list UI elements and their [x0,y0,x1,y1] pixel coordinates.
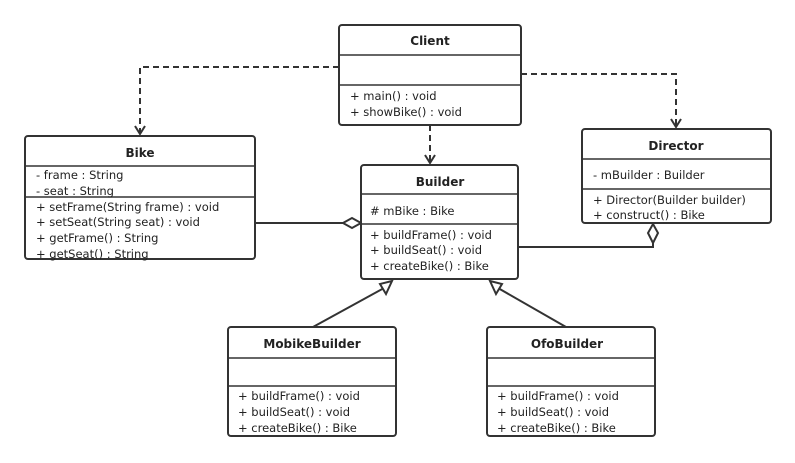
method: + createBike() : Bike [370,259,489,273]
method: + buildFrame() : void [370,228,492,242]
class-name: Builder [416,175,465,189]
attribute: # mBike : Bike [370,204,455,218]
method: + createBike() : Bike [497,421,616,435]
class-client[interactable]: Client + main() : void + showBike() : vo… [338,24,522,126]
class-name: Client [410,34,450,48]
class-name: OfoBuilder [531,337,603,351]
class-director[interactable]: Director - mBuilder : Builder + Director… [581,128,772,224]
class-ofo-builder[interactable]: OfoBuilder + buildFrame() : void + build… [486,326,656,437]
dependency-client-director [521,73,682,129]
class-builder[interactable]: Builder # mBike : Bike + buildFrame() : … [360,164,519,280]
method: + createBike() : Bike [238,421,357,435]
generalization-ofo-builder [488,279,567,328]
class-name: Director [648,139,703,153]
method: + buildSeat() : void [238,405,350,419]
method: + construct() : Bike [593,208,705,222]
method: + buildSeat() : void [370,243,482,257]
method: + setFrame(String frame) : void [36,200,219,214]
aggregation-director-builder [518,221,660,248]
class-mobike-builder[interactable]: MobikeBuilder + buildFrame() : void + bu… [227,326,397,437]
aggregation-builder-bike [255,216,364,230]
method: + buildFrame() : void [238,389,360,403]
attribute: - frame : String [36,168,123,182]
class-name: Bike [125,146,154,160]
class-name: MobikeBuilder [263,337,360,351]
attribute: - mBuilder : Builder [593,168,705,182]
dependency-client-builder [424,125,436,165]
method: + buildSeat() : void [497,405,609,419]
method: + getFrame() : String [36,231,159,245]
method: + main() : void [350,89,437,103]
method: + Director(Builder builder) [593,193,746,207]
dependency-client-bike [134,66,339,136]
method: + buildFrame() : void [497,389,619,403]
attribute: - seat : String [36,184,114,198]
method: + setSeat(String seat) : void [36,215,200,229]
method: + showBike() : void [350,105,462,119]
method: + getSeat() : String [36,247,149,261]
class-bike[interactable]: Bike - frame : String - seat : String + … [24,135,256,261]
generalization-mobike-builder [312,279,394,328]
